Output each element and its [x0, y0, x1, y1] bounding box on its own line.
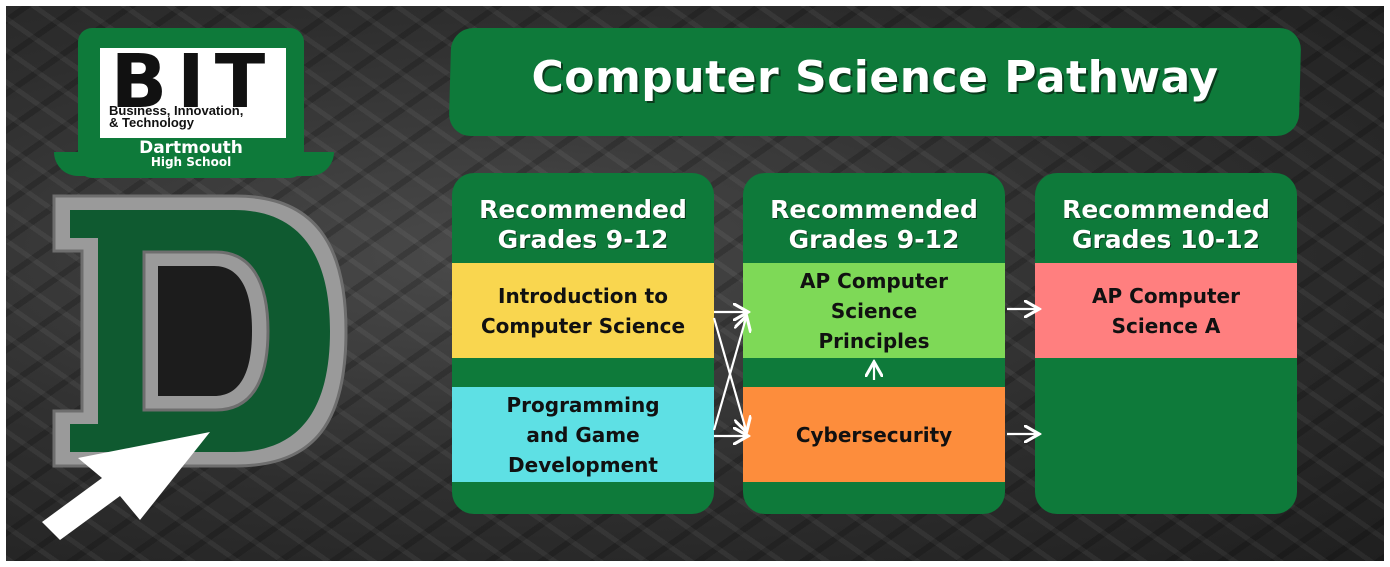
arrow-programming-to-ap-principles — [712, 318, 746, 431]
page-title: Computer Science Pathway — [531, 52, 1219, 103]
logo-school-name: Dartmouth — [139, 138, 243, 158]
course-ap-cs-a: AP Computer Science A — [1035, 263, 1297, 358]
course-intro-computer-science: Introduction to Computer Science — [452, 263, 714, 358]
cursor-arrow-icon — [42, 432, 210, 540]
course-name-line: Science A — [1111, 314, 1221, 338]
column-grades-9-12-a: Recommended Grades 9-12 Introduction to … — [452, 173, 714, 514]
course-name-line: Science — [830, 298, 918, 323]
column-heading-line-1: Recommended — [479, 195, 687, 224]
pathway-graphic: BIT Business, Innovation, & Technology D… — [6, 6, 1384, 561]
column-heading-line-2: Grades 9-12 — [788, 225, 960, 254]
course-name-line: Computer Science — [480, 313, 686, 338]
course-name-line: Programming — [506, 392, 660, 417]
column-heading-line-1: Recommended — [1062, 195, 1270, 224]
logo-tagline-line-1: Business, Innovation, — [109, 103, 244, 118]
logo-tagline: Business, Innovation, & Technology — [109, 103, 285, 130]
course-name-line: Development — [508, 452, 658, 477]
connector-arrows — [712, 6, 1384, 561]
course-ap-cs-principles: AP Computer Science Principles — [743, 263, 1005, 358]
course-name-line: AP Computer — [800, 268, 948, 293]
logo-tagline-line-2: & Technology — [109, 115, 194, 130]
course-name-line: Principles — [818, 328, 930, 353]
logo-plate — [100, 48, 286, 138]
column-grades-9-12-b: Recommended Grades 9-12 AP Computer Scie… — [743, 173, 1005, 514]
course-cybersecurity: Cybersecurity — [743, 387, 1005, 482]
logo-band — [54, 152, 334, 176]
course-programming-game-development: Programming and Game Development — [452, 387, 714, 482]
big-d-icon — [52, 194, 348, 468]
course-name-line: and Game — [526, 422, 640, 447]
logo-brand: BIT — [110, 39, 276, 125]
column-grades-10-12: Recommended Grades 10-12 AP Computer Sci… — [1035, 173, 1297, 514]
column-heading-line-2: Grades 9-12 — [497, 225, 669, 254]
course-name-line: Introduction to — [498, 283, 668, 308]
column-heading-line-1: Recommended — [770, 195, 978, 224]
logo-school-type: High School — [150, 155, 232, 169]
course-name-line: Cybersecurity — [795, 422, 953, 447]
column-heading-line-2: Grades 10-12 — [1071, 225, 1261, 254]
course-name-line: AP Computer — [1092, 284, 1240, 308]
